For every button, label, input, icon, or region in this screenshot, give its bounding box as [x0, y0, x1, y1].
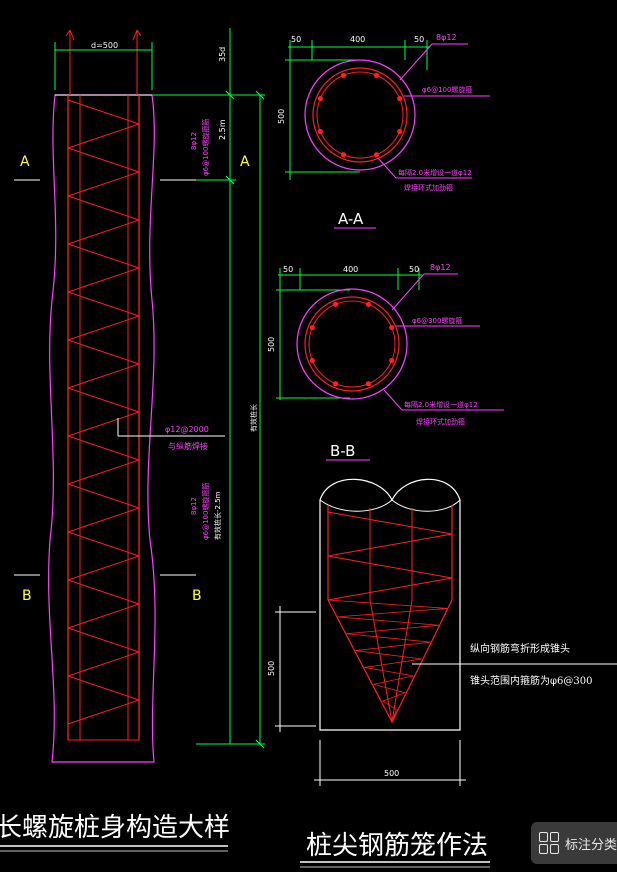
aa-spiral-label: φ6@100螺旋箍: [422, 85, 472, 94]
aa-concrete-circle: [304, 59, 416, 171]
main-bar-dot: [365, 381, 372, 387]
dim-top-label: 35d: [218, 47, 227, 62]
tip-dim-width: 500: [384, 769, 399, 778]
main-bar-dot: [397, 128, 403, 135]
pile-elevation: φ12@2000 与纵筋焊接 d=500 35d 2.5m 有效桩长 8φ12 …: [14, 28, 265, 763]
bb-dim-left: 50: [283, 265, 293, 274]
aa-main-bar-label: 8φ12: [436, 33, 457, 42]
annotation-category-button[interactable]: 标注分类: [531, 822, 617, 864]
spiral-stirrup: [66, 99, 141, 725]
main-bar-dot: [317, 128, 323, 135]
bb-ring-circle: [308, 300, 396, 388]
tip-cone: [327, 599, 453, 724]
main-bar-dot: [309, 324, 315, 331]
aa-ring-circle: [316, 71, 404, 159]
bb-ring-label-1: 每隔2.0米增设一道φ12: [404, 400, 478, 409]
section-b-left: B: [22, 588, 32, 604]
main-bar-dot: [397, 95, 403, 102]
pile-concrete-outline: [48, 94, 156, 763]
tip-spiral-stirrup: [327, 511, 453, 601]
section-a-left: A: [20, 154, 30, 170]
tip-dim-height: 500: [267, 661, 276, 676]
badge-label: 标注分类: [564, 837, 617, 853]
aa-dim-right: 50: [414, 35, 424, 44]
lower-spiral-label-2: φ6@100螺旋箍筋: [201, 483, 210, 540]
pile-tip: 纵向钢筋弯折形成锥头 锥头范围内箍筋为φ6@300 500 500: [267, 478, 617, 786]
title-right: 桩尖钢筋笼作法: [306, 831, 488, 861]
main-bar-dot: [332, 301, 339, 307]
aa-dim-mid: 400: [350, 35, 365, 44]
aa-spiral-circle: [312, 67, 408, 163]
main-bar-dot: [365, 301, 372, 307]
title-left: 长螺旋桩身构造大样: [0, 813, 230, 843]
section-aa: 50 400 50 500 8φ12 φ6@100螺旋箍 每隔2.0米增设一道φ…: [277, 33, 490, 229]
upper-spiral-label-2: φ6@100螺旋箍筋: [201, 119, 210, 176]
stiffener-label-2: 与纵筋焊接: [168, 441, 208, 451]
dim-upper-label: 2.5m: [218, 119, 227, 140]
section-b-right: B: [192, 588, 202, 604]
aa-dim-height: 500: [277, 109, 286, 124]
bb-concrete-circle: [296, 288, 408, 400]
main-bar-dot: [332, 381, 339, 387]
aa-ring-label-1: 每隔2.0米增设一道φ12: [398, 168, 472, 177]
bb-spiral-circle: [304, 296, 400, 392]
dim-total-label: 有效桩长: [249, 404, 258, 432]
lower-length-note: 有效桩长-2.5m: [213, 491, 222, 540]
main-bar-dot: [389, 324, 395, 331]
main-bar-dot: [373, 152, 380, 158]
tip-outline: [319, 478, 461, 731]
grid-icon: [539, 832, 559, 854]
stiffener-label-1: φ12@2000: [165, 425, 209, 434]
bb-dim-height: 500: [267, 337, 276, 352]
aa-title: A-A: [338, 210, 364, 228]
section-bb: 50 400 50 500 8φ12 φ6@300螺旋箍 每隔2.0米增设一道φ…: [267, 263, 504, 461]
tip-note-1: 纵向钢筋弯折形成锥头: [470, 642, 570, 655]
bb-title: B-B: [330, 442, 355, 460]
main-bar-dot: [317, 95, 323, 102]
upper-spiral-label-1: 8φ12: [190, 132, 198, 150]
aa-ring-label-2: 焊接环式加劲箍: [404, 183, 453, 192]
bb-main-bar-label: 8φ12: [430, 263, 451, 272]
bb-spiral-label: φ6@300螺旋箍: [412, 316, 462, 325]
main-bar-dot: [309, 357, 315, 364]
bb-dim-right: 50: [409, 265, 419, 274]
bb-dim-mid: 400: [343, 265, 358, 274]
tip-cone-stirrup: [327, 599, 448, 723]
tip-note-2: 锥头范围内箍筋为φ6@300: [470, 674, 592, 687]
main-bar-dot: [340, 72, 347, 78]
bb-ring-label-2: 焊接环式加劲箍: [416, 417, 465, 426]
main-bar-dot: [373, 72, 380, 78]
section-a-right: A: [240, 154, 250, 170]
lower-spiral-label-1: 8φ12: [190, 497, 198, 515]
main-bar-dot: [389, 357, 395, 364]
aa-dim-left: 50: [291, 35, 301, 44]
aa-main-bars: [317, 72, 403, 158]
tip-top-arc: [319, 499, 461, 512]
main-bar-dot: [340, 152, 347, 158]
bb-main-bars: [309, 301, 395, 387]
diameter-label: d=500: [91, 41, 118, 50]
